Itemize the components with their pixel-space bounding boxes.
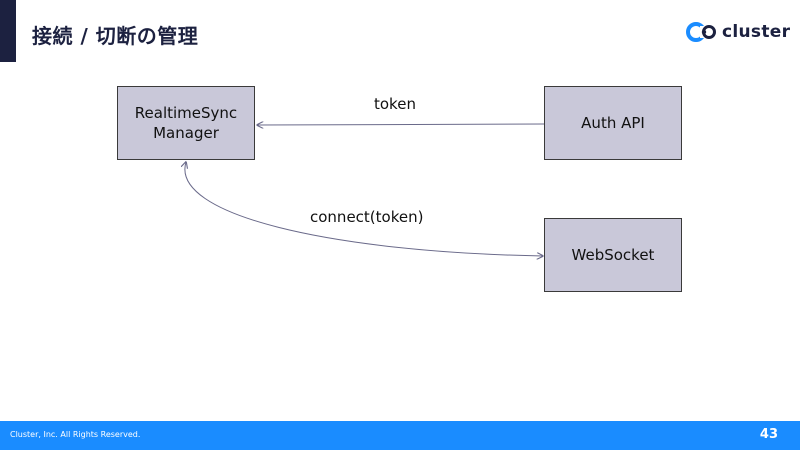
connect-edge-label: connect(token)	[310, 208, 424, 226]
logo-text: cluster	[722, 22, 791, 42]
realtime-sync-manager-node: RealtimeSync Manager	[117, 86, 255, 160]
node-label: Auth API	[581, 114, 645, 132]
cluster-logo: cluster	[686, 18, 790, 46]
diagram-edges	[0, 0, 545, 420]
node-label: WebSocket	[571, 246, 655, 264]
token-edge	[257, 124, 545, 125]
page-title: 接続 / 切断の管理	[32, 24, 199, 48]
copyright-text: Cluster, Inc. All Rights Reserved.	[10, 430, 141, 439]
connect-edge	[185, 162, 543, 256]
title-accent-bar	[0, 0, 16, 62]
token-edge-label: token	[374, 95, 416, 113]
node-label-line2: Manager	[153, 124, 219, 142]
cluster-logo-icon	[686, 22, 716, 42]
node-label-line1: RealtimeSync	[134, 104, 238, 122]
page-number: 43	[759, 427, 778, 442]
websocket-node: WebSocket	[544, 218, 682, 292]
footer-bar: Cluster, Inc. All Rights Reserved. 43	[0, 421, 800, 450]
auth-api-node: Auth API	[544, 86, 682, 160]
